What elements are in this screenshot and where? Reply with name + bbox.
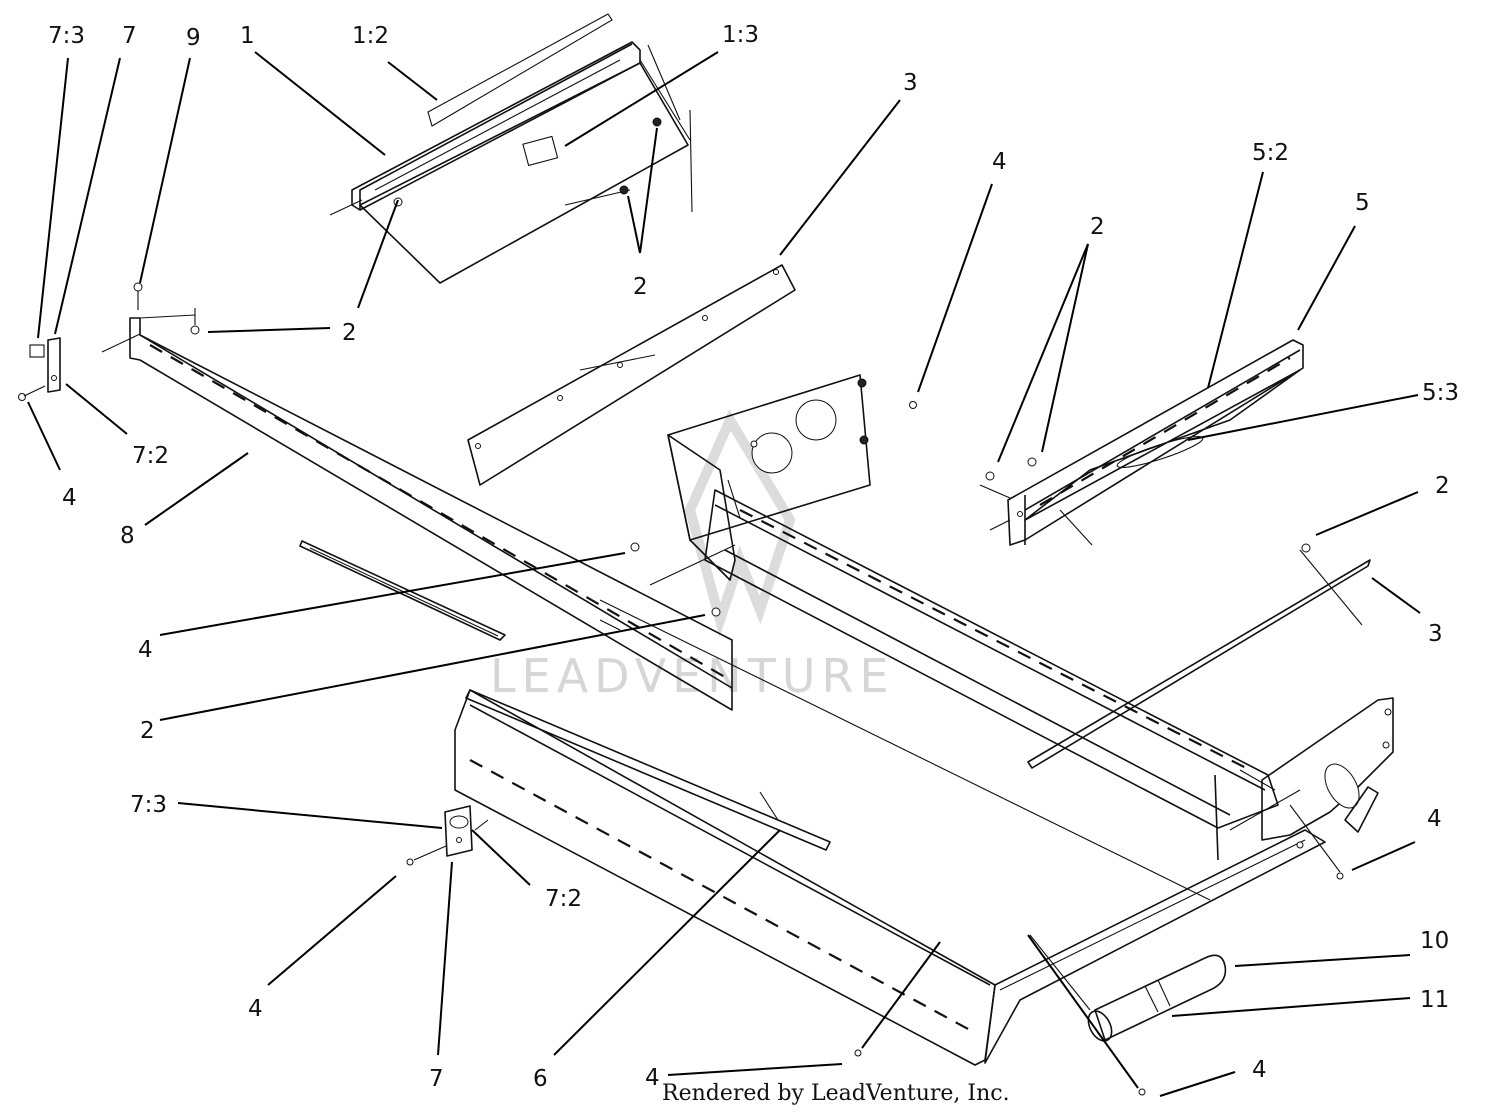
callout-1-3: 1:3 (722, 22, 759, 48)
callout-6: 6 (533, 1066, 548, 1092)
callout-4-botleft: 4 (248, 996, 263, 1022)
part-3-blade-left (299, 540, 506, 641)
part-6-apron (454, 619, 1326, 1066)
callout-7-3-bot: 7:3 (130, 792, 167, 818)
callout-4-mid: 4 (138, 637, 153, 663)
callout-7-2-top: 7:2 (132, 443, 169, 469)
part-8-rail (101, 282, 733, 711)
right-bracket-plate (1229, 697, 1394, 880)
callout-7-bot: 7 (429, 1066, 444, 1092)
callout-1: 1 (240, 23, 255, 49)
callout-2-e: 2 (140, 718, 155, 744)
callout-8: 8 (120, 523, 135, 549)
callout-5: 5 (1355, 190, 1370, 216)
callout-2-d: 2 (1435, 473, 1450, 499)
callout-7-2-bot: 7:2 (545, 886, 582, 912)
watermark-text: LEADVENTURE (490, 649, 895, 703)
callout-4-right: 4 (1427, 806, 1442, 832)
callout-5-3: 5:3 (1422, 380, 1459, 406)
callout-2-c: 2 (1090, 214, 1105, 240)
callout-4-bot: 4 (645, 1065, 660, 1091)
part-7-clip-top (18, 337, 61, 401)
callout-10: 10 (1420, 928, 1449, 954)
callout-4-left: 4 (62, 485, 77, 511)
callout-1-2: 1:2 (352, 23, 389, 49)
callout-2-a: 2 (633, 274, 648, 300)
render-credit: Rendered by LeadVenture, Inc. (662, 1081, 1010, 1106)
watermark-logo (684, 409, 796, 638)
part-1-bracket (329, 41, 693, 284)
callout-3-top: 3 (903, 70, 918, 96)
callout-2-b: 2 (342, 320, 357, 346)
part-7-clip-bottom (406, 805, 489, 866)
callout-3-right: 3 (1428, 621, 1443, 647)
part-10-11-handle (1087, 954, 1227, 1042)
watermark: LEADVENTURE (490, 409, 895, 703)
callout-4-top: 4 (992, 149, 1007, 175)
main-frame (599, 374, 1279, 901)
part-3-blade-right (1027, 543, 1371, 769)
callout-labels: 7:3 7 9 1 1:2 1:3 3 2 2 4 2 5:2 5 5:3 7:… (48, 22, 1459, 1092)
callout-9: 9 (186, 25, 201, 51)
part-5-rail-right (979, 339, 1304, 546)
callout-11: 11 (1420, 987, 1449, 1013)
callout-7-top: 7 (122, 23, 137, 49)
callout-5-2: 5:2 (1252, 140, 1289, 166)
part-3-plate-top (467, 264, 796, 486)
callout-7-3-top: 7:3 (48, 23, 85, 49)
leader-lines (27, 51, 1421, 1097)
callout-4-botright: 4 (1252, 1057, 1267, 1083)
hardware-bolts (630, 401, 1304, 1096)
part-1-2-strip (427, 13, 613, 127)
